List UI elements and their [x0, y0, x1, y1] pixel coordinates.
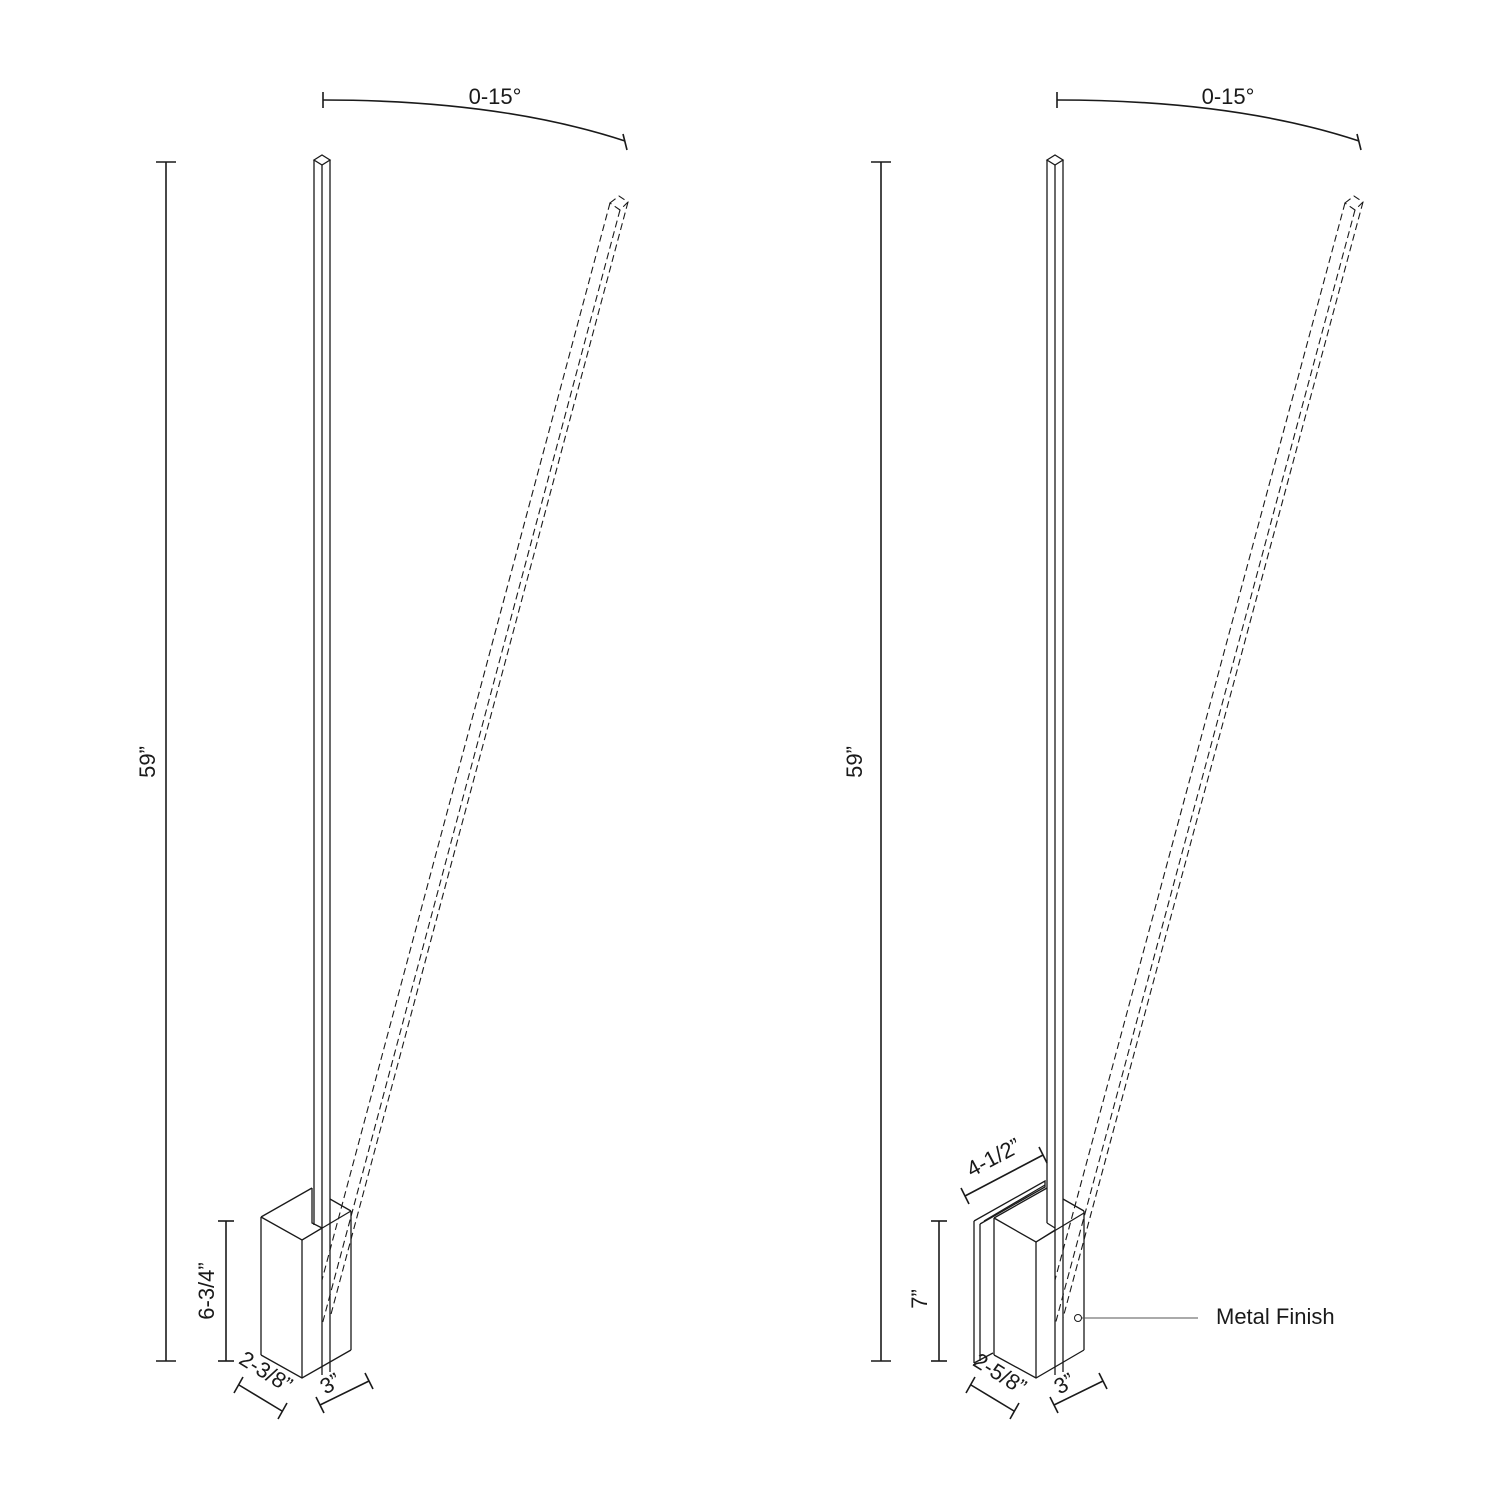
base-width-dimension: 3”	[1049, 1368, 1108, 1414]
backplate-label: 4-1/2”	[962, 1133, 1024, 1182]
angle-dimension: 0-15°	[1056, 84, 1362, 151]
tilted-bar	[321, 195, 629, 1326]
height-label: 59”	[842, 746, 867, 778]
base-depth-dimension: 2-5/8”	[965, 1348, 1031, 1420]
base-width-dimension: 3”	[315, 1368, 374, 1414]
height-dimension: 59”	[135, 161, 176, 1362]
base-height-label: 7”	[907, 1289, 932, 1309]
base-height-dimension: 6-3/4”	[194, 1220, 234, 1362]
base-box	[260, 1187, 352, 1379]
figure-left: 0-15° 59”	[135, 84, 629, 1420]
base-box	[973, 1179, 1085, 1379]
base-depth-label: 2-3/8”	[235, 1346, 297, 1398]
base-height-dimension: 7”	[907, 1220, 947, 1362]
upright-bar	[1045, 154, 1065, 1375]
angle-label: 0-15°	[1202, 84, 1255, 109]
tilted-bar	[1054, 195, 1364, 1326]
figure-right: 0-15° 59”	[842, 84, 1364, 1420]
angle-dimension: 0-15°	[322, 84, 628, 151]
upright-bar	[312, 154, 332, 1375]
base-height-label: 6-3/4”	[194, 1262, 219, 1319]
base-depth-dimension: 2-3/8”	[233, 1346, 297, 1420]
height-dimension: 59”	[842, 161, 891, 1362]
metal-finish-callout: Metal Finish	[1074, 1304, 1335, 1329]
height-label: 59”	[135, 746, 160, 778]
angle-label: 0-15°	[469, 84, 522, 109]
callout-label: Metal Finish	[1216, 1304, 1335, 1329]
base-depth-label: 2-5/8”	[969, 1348, 1031, 1400]
